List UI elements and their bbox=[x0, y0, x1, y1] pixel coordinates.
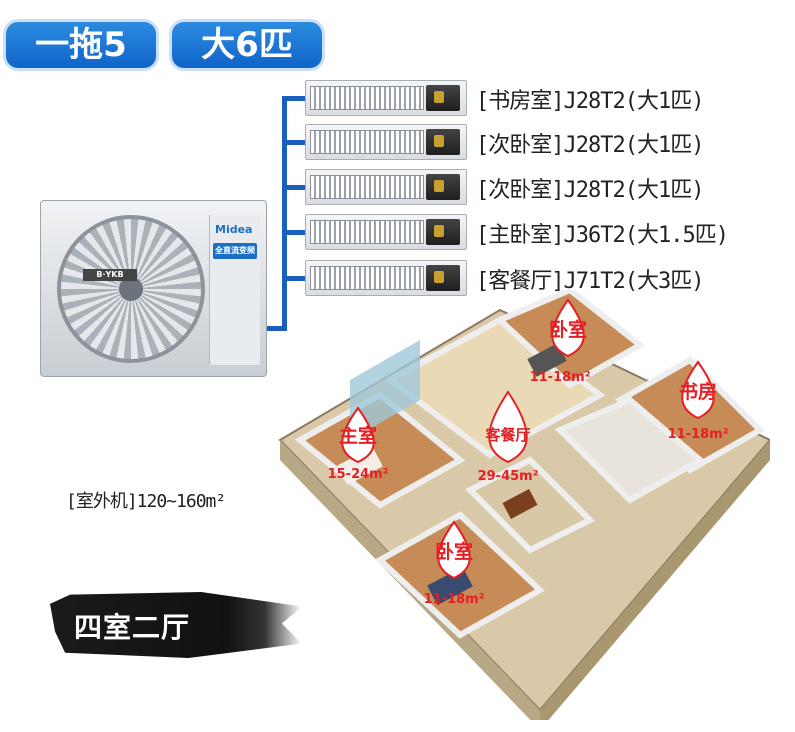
room-name: 主室 bbox=[339, 424, 377, 447]
config-badge: 一拖5 bbox=[6, 22, 156, 68]
window-glass bbox=[350, 340, 420, 440]
indoor-unit-label: [客餐厅]J71T2(大3匹) bbox=[476, 269, 704, 294]
room-name: 卧室 bbox=[435, 540, 473, 563]
room-name: 客餐厅 bbox=[484, 426, 530, 444]
bed bbox=[527, 343, 567, 377]
pipe-branch-1 bbox=[282, 96, 306, 101]
indoor-unit-label: [主卧室]J36T2(大1.5匹) bbox=[476, 223, 729, 248]
room-marker-bedroom-top: 卧室 11-18m² bbox=[530, 298, 591, 385]
layout-label: 四室二厅 bbox=[74, 611, 191, 644]
bed bbox=[427, 566, 473, 606]
floor-plan-illustration: 主室 15-24m² 客餐厅 29-45m² 卧室 11-18m² 书房 11-… bbox=[278, 290, 770, 720]
brand-tagline: 全直流变频 bbox=[213, 243, 257, 259]
pipe-to-outdoor bbox=[262, 326, 287, 331]
indoor-unit-bedroom-2b bbox=[305, 169, 467, 205]
room-marker-living: 客餐厅 29-45m² bbox=[478, 390, 539, 484]
room-area: 29-45m² bbox=[478, 469, 539, 484]
power-badge: 大6匹 bbox=[172, 22, 322, 68]
room-marker-bedroom-bottom: 卧室 11-18m² bbox=[424, 520, 485, 607]
indoor-unit-living bbox=[305, 260, 467, 296]
outdoor-unit: B·YKB Midea 全直流变频 bbox=[40, 200, 267, 377]
outdoor-unit-label: [室外机]120~160m² bbox=[66, 491, 226, 512]
room-marker-master: 主室 15-24m² bbox=[328, 406, 389, 482]
indoor-unit-label: [次卧室]J28T2(大1匹) bbox=[476, 178, 704, 203]
pipe-branch-4 bbox=[282, 230, 306, 235]
room-name: 书房 bbox=[679, 380, 717, 403]
room-area: 11-18m² bbox=[424, 592, 485, 607]
side-panel bbox=[209, 215, 260, 365]
bed bbox=[337, 446, 383, 486]
pipe-branch-3 bbox=[282, 185, 306, 190]
room-name: 卧室 bbox=[549, 318, 587, 341]
pipe-branch-5 bbox=[282, 276, 306, 281]
room-marker-study: 书房 11-18m² bbox=[668, 360, 729, 442]
pipe-main bbox=[282, 96, 287, 330]
fan-grille bbox=[57, 215, 205, 363]
room-area: 11-18m² bbox=[530, 370, 591, 385]
dining-table bbox=[502, 489, 538, 519]
brand-logo: Midea bbox=[215, 223, 253, 236]
room-living-floor bbox=[384, 316, 606, 459]
indoor-unit-study bbox=[305, 80, 467, 116]
room-kitchen-floor bbox=[554, 396, 706, 504]
brush-stroke bbox=[50, 592, 302, 658]
room-area: 15-24m² bbox=[328, 467, 389, 482]
indoor-unit-label: [次卧室]J28T2(大1匹) bbox=[476, 133, 704, 158]
room-area: 11-18m² bbox=[668, 427, 729, 442]
indoor-unit-bedroom-2a bbox=[305, 124, 467, 160]
pipe-branch-2 bbox=[282, 140, 306, 145]
indoor-unit-label: [书房室]J28T2(大1匹) bbox=[476, 89, 704, 114]
indoor-unit-master bbox=[305, 214, 467, 250]
model-tag: B·YKB bbox=[83, 269, 137, 281]
